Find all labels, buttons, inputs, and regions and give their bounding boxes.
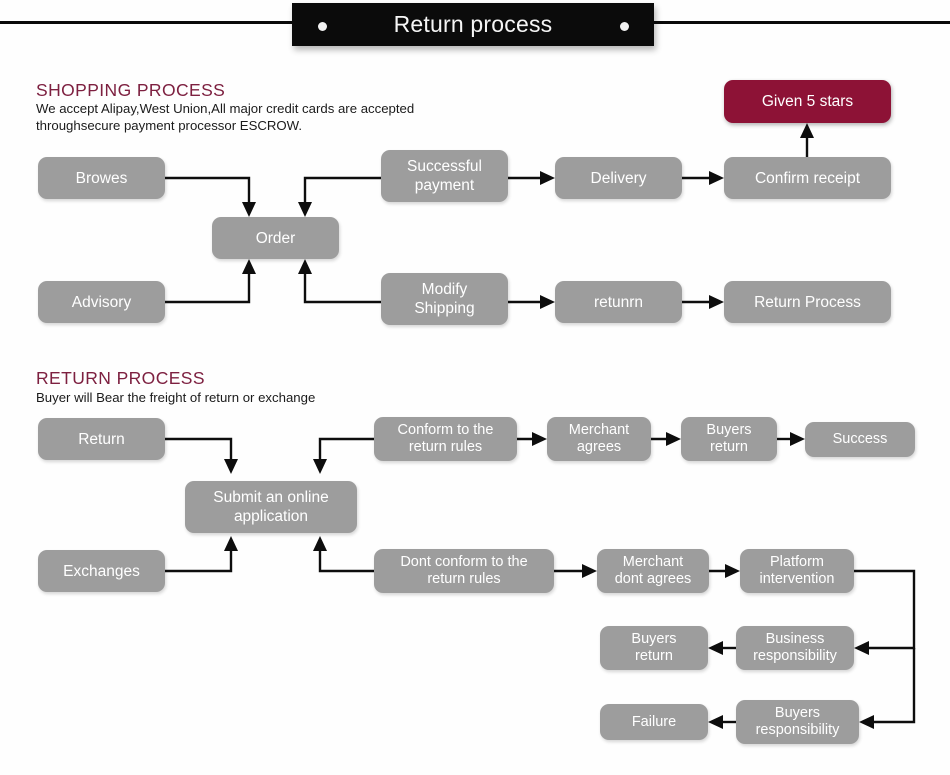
node-buyers-responsibility[interactable]: Buyers responsibility — [736, 700, 859, 744]
node-advisory[interactable]: Advisory — [38, 281, 165, 323]
link-platform-to-business-responsibility — [854, 569, 916, 655]
node-return-process[interactable]: Return Process — [724, 281, 891, 323]
link-conform-rules-to-submit — [313, 437, 374, 474]
link-platform-to-buyers-responsibility — [859, 648, 916, 729]
node-success[interactable]: Success — [805, 422, 915, 457]
link-dont-conform-to-merchant-dont-agrees — [554, 564, 597, 578]
node-exchanges[interactable]: Exchanges — [38, 550, 165, 592]
banner-dot-right-icon — [620, 22, 629, 31]
link-successful-payment-to-order — [298, 176, 381, 217]
node-buyers-return-top[interactable]: Buyers return — [681, 417, 777, 461]
shopping-section-description: We accept Alipay,West Union,All major cr… — [36, 101, 415, 133]
node-retunrn[interactable]: retunrn — [555, 281, 682, 323]
link-browes-to-order — [165, 176, 256, 217]
link-dont-conform-rules-to-submit — [313, 536, 374, 573]
node-successful-payment[interactable]: Successful payment — [381, 150, 508, 202]
link-business-responsibility-to-buyers-return — [708, 641, 736, 655]
node-merchant-dont-agrees[interactable]: Merchant dont agrees — [597, 549, 709, 593]
return-section-description: Buyer will Bear the freight of return or… — [36, 390, 316, 405]
node-delivery[interactable]: Delivery — [555, 157, 682, 199]
node-platform-intervention[interactable]: Platform intervention — [740, 549, 854, 593]
link-modify-shipping-to-order — [298, 259, 381, 304]
node-modify-shipping[interactable]: Modify Shipping — [381, 273, 508, 325]
node-failure[interactable]: Failure — [600, 704, 708, 740]
node-order[interactable]: Order — [212, 217, 339, 259]
link-buyers-responsibility-to-failure — [708, 715, 736, 729]
link-confirm-receipt-to-given-5-stars — [800, 123, 814, 157]
page-title: Return process — [393, 11, 553, 37]
link-buyers-return-to-success — [777, 432, 805, 446]
link-advisory-to-order — [165, 259, 256, 304]
return-section-heading: RETURN PROCESS — [36, 368, 205, 388]
link-merchant-agrees-to-buyers-return — [651, 432, 681, 446]
link-conform-rules-to-merchant-agrees — [517, 432, 547, 446]
banner-dot-left-icon — [318, 22, 327, 31]
link-successful-payment-to-delivery — [508, 171, 555, 185]
link-modify-shipping-to-retunrn — [508, 295, 555, 309]
node-dont-conform-to-the-return-rules[interactable]: Dont conform to the return rules — [374, 549, 554, 593]
node-buyers-return-mid[interactable]: Buyers return — [600, 626, 708, 670]
link-return-to-submit — [165, 437, 238, 474]
header-banner: Return process — [292, 3, 654, 46]
header-rule-left — [0, 21, 295, 24]
link-retunrn-to-return-process — [682, 295, 724, 309]
header-rule-right — [651, 21, 950, 24]
node-return[interactable]: Return — [38, 418, 165, 460]
node-browes[interactable]: Browes — [38, 157, 165, 199]
link-delivery-to-confirm-receipt — [682, 171, 724, 185]
link-merchant-dont-agrees-to-platform — [709, 564, 740, 578]
node-submit-online-application[interactable]: Submit an online application — [185, 481, 357, 533]
node-given-5-stars[interactable]: Given 5 stars — [724, 80, 891, 123]
node-confirm-receipt[interactable]: Confirm receipt — [724, 157, 891, 199]
link-exchanges-to-submit — [165, 536, 238, 573]
node-business-responsibility[interactable]: Business responsibility — [736, 626, 854, 670]
node-conform-to-the-return-rules[interactable]: Conform to the return rules — [374, 417, 517, 461]
node-merchant-agrees[interactable]: Merchant agrees — [547, 417, 651, 461]
shopping-section-heading: SHOPPING PROCESS — [36, 80, 226, 100]
